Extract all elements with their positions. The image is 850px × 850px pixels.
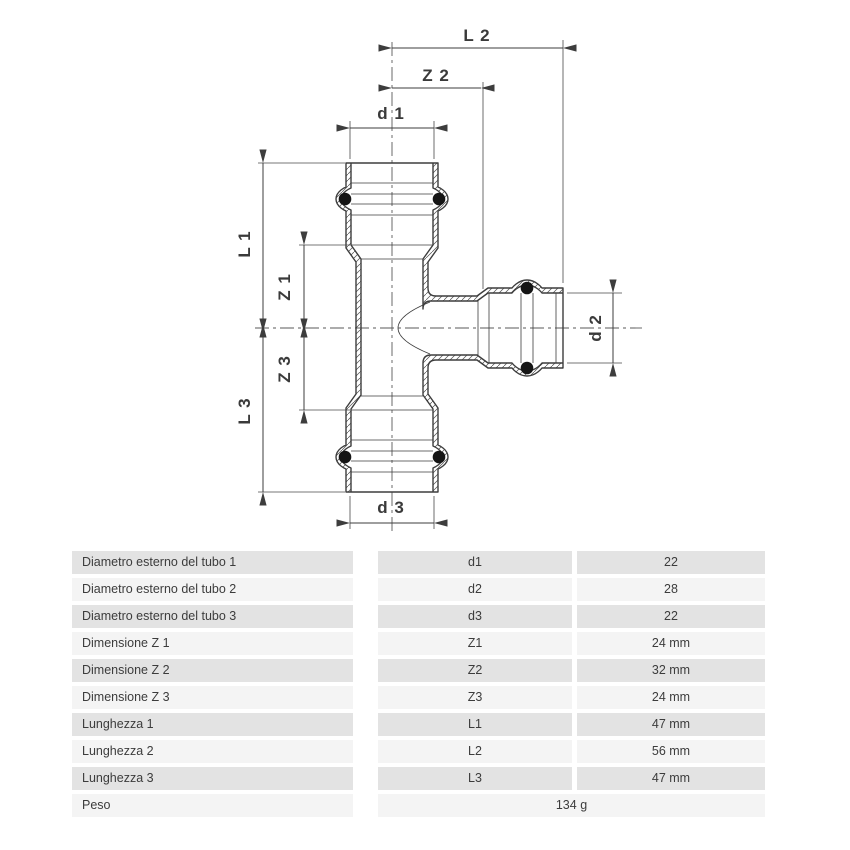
spec-value: 28 (577, 578, 765, 601)
table-row-weight: Peso 134 g (72, 794, 765, 817)
centerlines (255, 42, 642, 532)
branch-throat-curve (397, 301, 431, 355)
table-row: Diametro esterno del tubo 1 d1 22 (72, 551, 765, 574)
spec-label: Diametro esterno del tubo 2 (72, 578, 353, 601)
extension-lines (258, 40, 622, 529)
dimension-label-l2: L 2 (463, 26, 490, 45)
spec-label: Dimensione Z 3 (72, 686, 353, 709)
dimension-label-d3: d 3 (377, 498, 405, 517)
spec-label: Lunghezza 2 (72, 740, 353, 763)
spec-label: Peso (72, 794, 353, 817)
dimension-label-d1: d 1 (377, 104, 405, 123)
table-row: Diametro esterno del tubo 3 d3 22 (72, 605, 765, 628)
spec-label: Dimensione Z 1 (72, 632, 353, 655)
dimension-label-l3: L 3 (235, 397, 254, 424)
oring-dot (432, 192, 446, 206)
spec-label: Lunghezza 1 (72, 713, 353, 736)
dimension-label-d2: d 2 (586, 314, 605, 342)
dimension-labels: L 2 Z 2 d 1 L 1 Z 1 Z 3 L 3 d 2 d 3 (235, 26, 605, 517)
socket-detail-lines (351, 182, 557, 473)
spec-value: 47 mm (577, 713, 765, 736)
spec-value: 24 mm (577, 686, 765, 709)
spec-symbol: Z3 (378, 686, 572, 709)
spec-label: Lunghezza 3 (72, 767, 353, 790)
spec-label: Diametro esterno del tubo 1 (72, 551, 353, 574)
spec-symbol: Z1 (378, 632, 572, 655)
spec-label: Dimensione Z 2 (72, 659, 353, 682)
spec-table: Diametro esterno del tubo 1 d1 22 Diamet… (72, 551, 765, 821)
fitting-diagram: L 2 Z 2 d 1 L 1 Z 1 Z 3 L 3 d 2 d 3 (235, 26, 642, 532)
spec-value: 22 (577, 551, 765, 574)
oring-dot (338, 450, 352, 464)
table-row: Diametro esterno del tubo 2 d2 28 (72, 578, 765, 601)
dimension-label-z3: Z 3 (275, 355, 294, 383)
spec-symbol: L2 (378, 740, 572, 763)
fitting-body-wall (335, 162, 564, 493)
table-row: Lunghezza 3 L3 47 mm (72, 767, 765, 790)
spec-symbol: Z2 (378, 659, 572, 682)
table-row: Lunghezza 2 L2 56 mm (72, 740, 765, 763)
dimension-lines (259, 44, 617, 527)
oring-dot (520, 361, 534, 375)
table-row: Lunghezza 1 L1 47 mm (72, 713, 765, 736)
spec-symbol: L1 (378, 713, 572, 736)
oring-dot (520, 281, 534, 295)
tee-fitting-drawing: L 2 Z 2 d 1 L 1 Z 1 Z 3 L 3 d 2 d 3 (235, 26, 642, 532)
dimension-label-z1: Z 1 (275, 273, 294, 301)
spec-symbol: d2 (378, 578, 572, 601)
dimension-label-l1: L 1 (235, 230, 254, 257)
oring-seals (338, 192, 534, 464)
table-row: Dimensione Z 2 Z2 32 mm (72, 659, 765, 682)
table-row: Dimensione Z 3 Z3 24 mm (72, 686, 765, 709)
spec-value: 22 (577, 605, 765, 628)
table-row: Dimensione Z 1 Z1 24 mm (72, 632, 765, 655)
spec-value: 47 mm (577, 767, 765, 790)
oring-dot (338, 192, 352, 206)
dimension-label-z2: Z 2 (422, 66, 450, 85)
oring-dot (432, 450, 446, 464)
spec-value: 32 mm (577, 659, 765, 682)
spec-label: Diametro esterno del tubo 3 (72, 605, 353, 628)
spec-symbol: L3 (378, 767, 572, 790)
spec-value: 56 mm (577, 740, 765, 763)
spec-value: 134 g (378, 794, 765, 817)
spec-symbol: d1 (378, 551, 572, 574)
spec-value: 24 mm (577, 632, 765, 655)
spec-symbol: d3 (378, 605, 572, 628)
